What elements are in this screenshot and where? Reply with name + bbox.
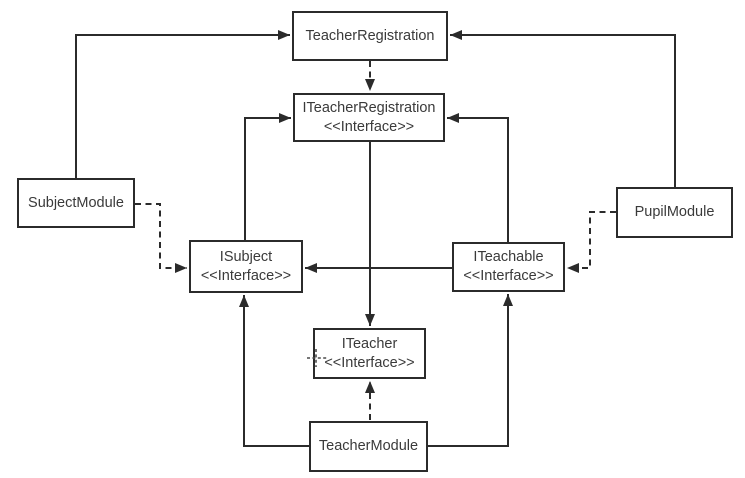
- node-stereotype: <<Interface>>: [323, 118, 415, 135]
- node-label: ITeacher: [341, 335, 398, 352]
- node-label: SubjectModule: [28, 194, 124, 211]
- edge-isubject-to-iteacherregistration: [244, 113, 291, 240]
- edge-pupilmodule-to-iteachable: [567, 211, 616, 273]
- edge-pupilmodule-to-teacherregistration: [450, 30, 676, 187]
- node-label: TeacherModule: [318, 438, 419, 455]
- node-pupil-module: PupilModule: [616, 187, 733, 238]
- node-label: PupilModule: [634, 204, 715, 221]
- edge-subjectmodule-to-teacherregistration: [75, 30, 290, 178]
- node-label: ISubject: [219, 248, 273, 265]
- node-label: ITeachable: [473, 249, 544, 266]
- node-stereotype: <<Interface>>: [463, 268, 554, 284]
- edge-teachermodule-to-isubject: [239, 295, 309, 447]
- node-iteachable: ITeachable <<Interface>>: [452, 242, 565, 292]
- node-teacher-registration: TeacherRegistration: [292, 11, 448, 61]
- node-stereotype: <<Interface>>: [324, 354, 415, 371]
- node-stereotype: <<Interface>>: [200, 267, 292, 284]
- edge-teachermodule-to-iteachable: [428, 294, 513, 447]
- node-iteacher-registration: ITeacherRegistration <<Interface>>: [293, 93, 445, 142]
- node-isubject: ISubject <<Interface>>: [189, 240, 303, 293]
- node-subject-module: SubjectModule: [17, 178, 135, 228]
- node-teacher-module: TeacherModule: [309, 421, 428, 472]
- edge-iteachable-to-iteacherregistration: [447, 113, 509, 242]
- node-label: TeacherRegistration: [305, 27, 435, 44]
- node-iteacher: ITeacher <<Interface>>: [313, 328, 426, 379]
- node-label: ITeacherRegistration: [302, 99, 436, 116]
- edge-subjectmodule-to-isubject: [135, 203, 187, 273]
